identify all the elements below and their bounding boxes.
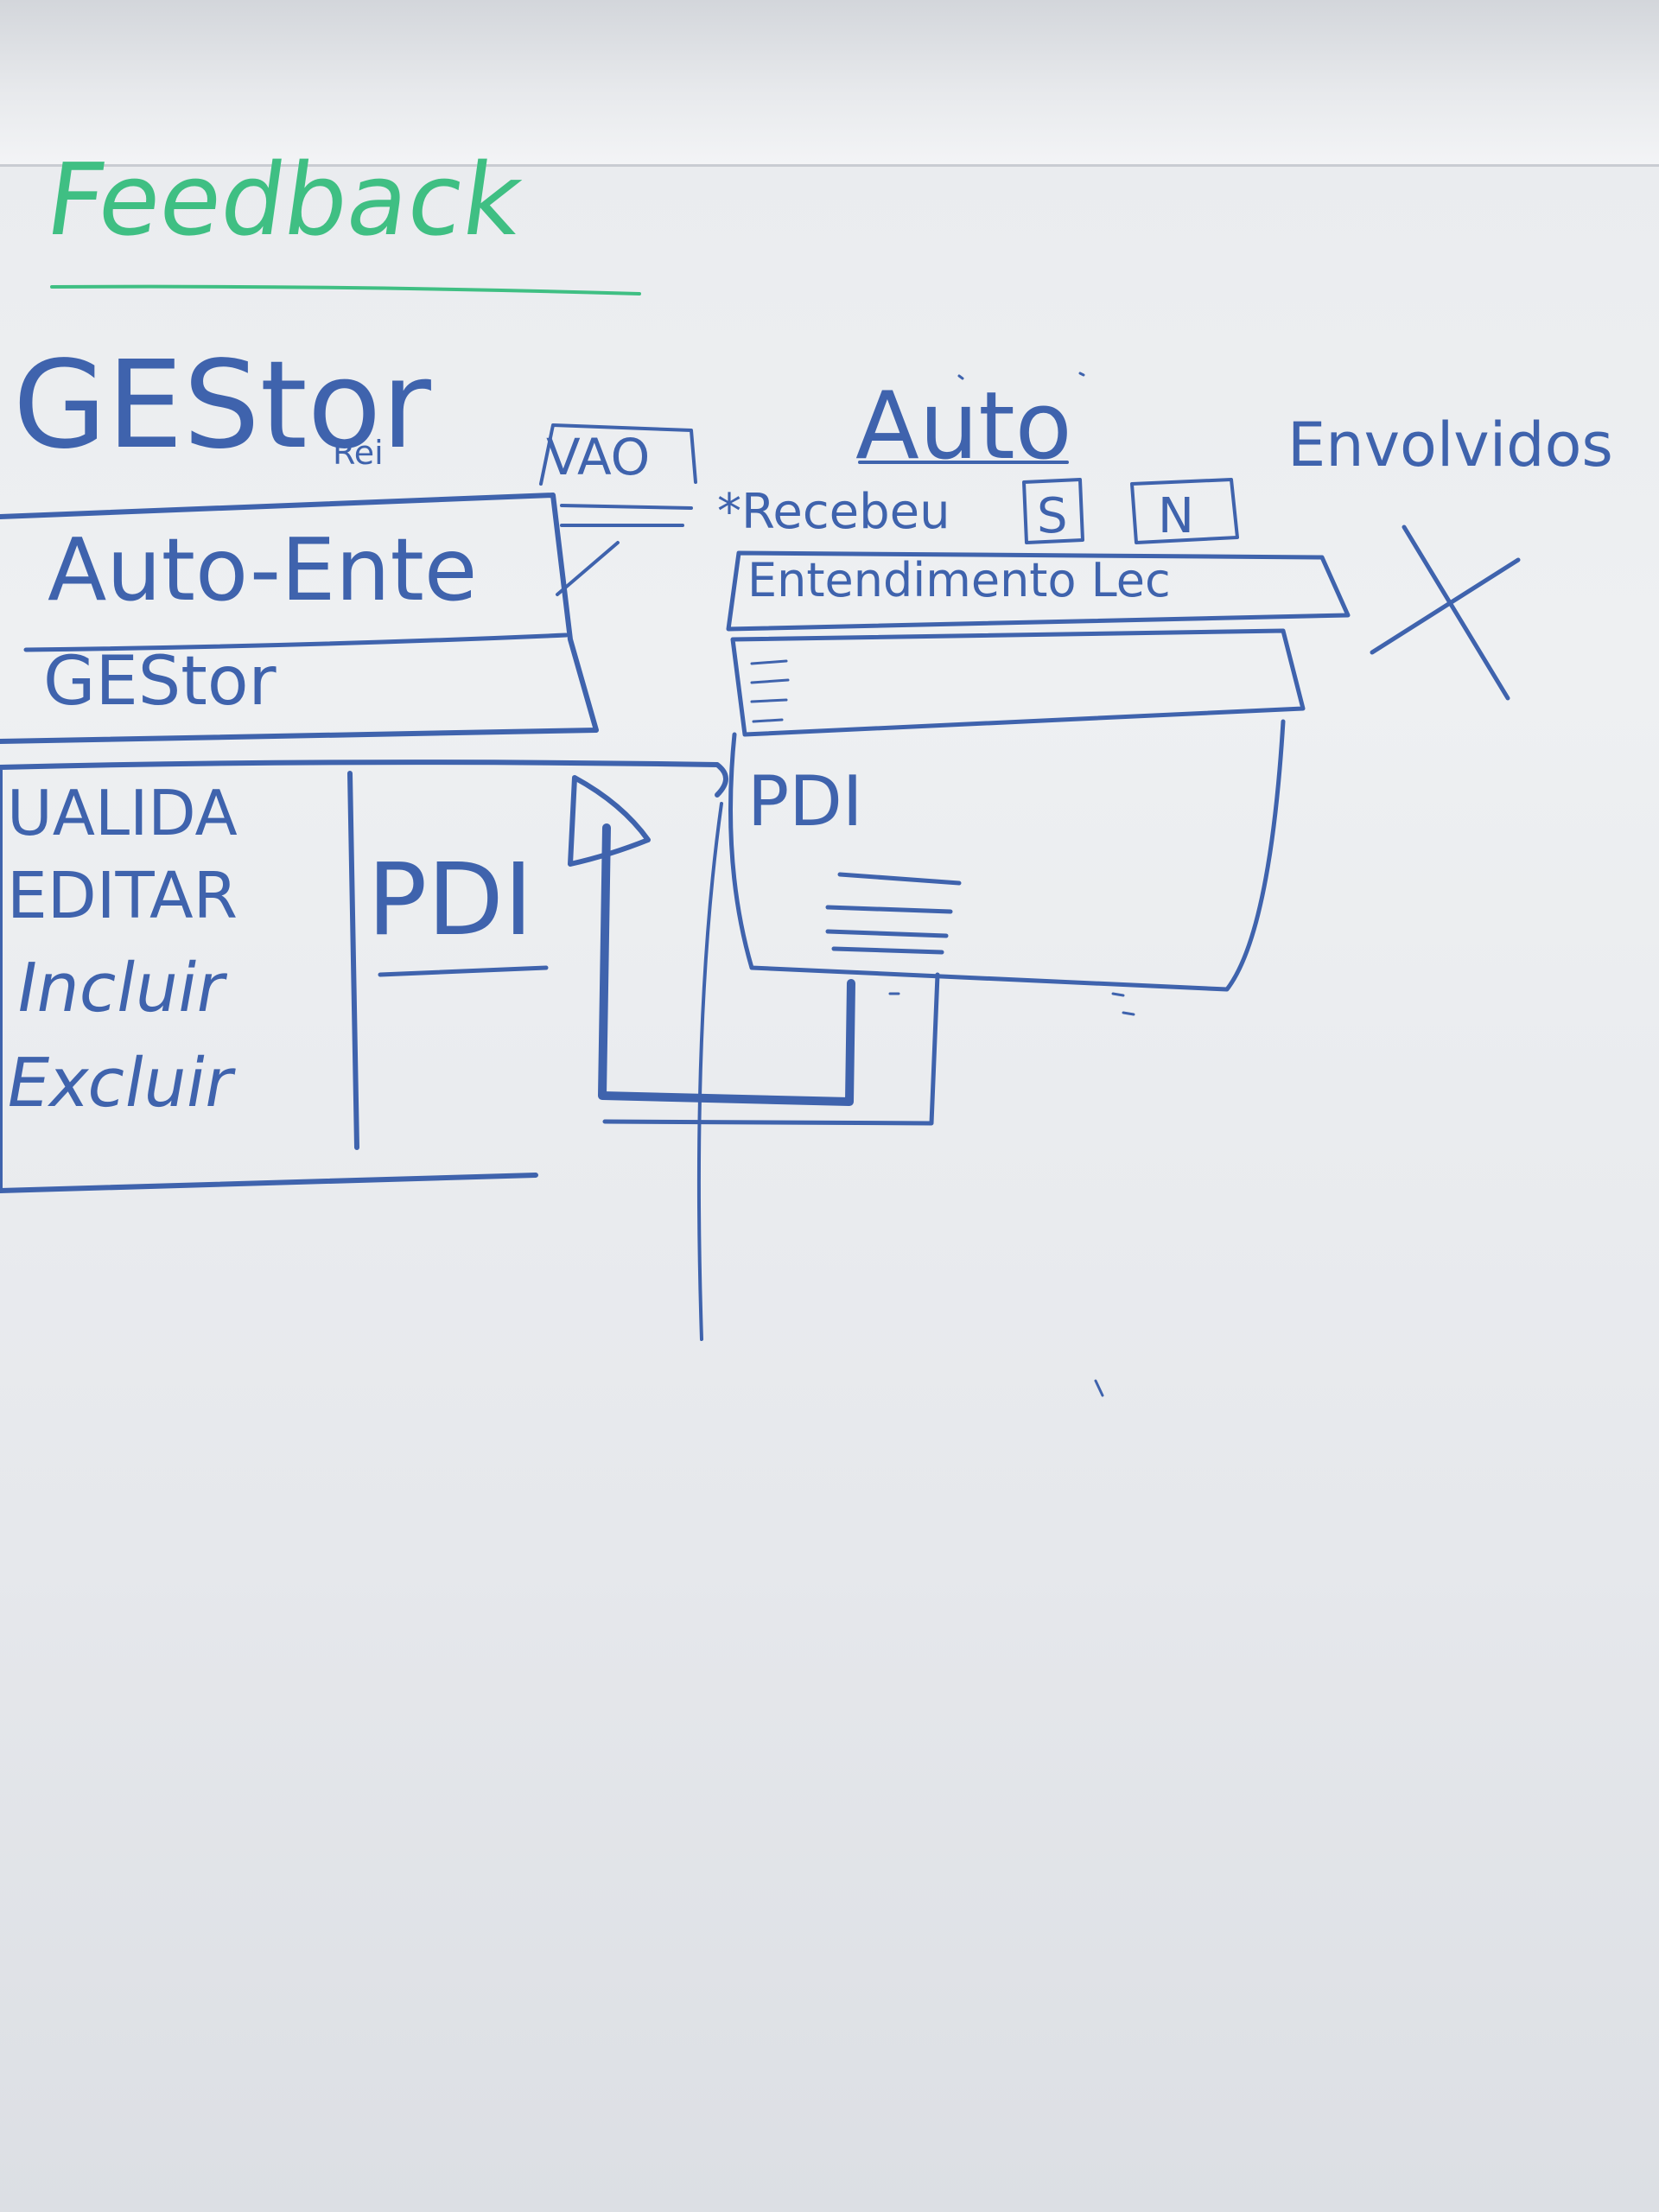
gestor-heading-suffix: Rei xyxy=(333,434,384,472)
involved-x-mark xyxy=(1370,524,1521,701)
stray-marks xyxy=(888,372,1135,1397)
loop-arrow-path xyxy=(598,823,855,1106)
understanding-label: Entendimento Lec xyxy=(747,553,1171,607)
gestor-header-subtitle: GEStor xyxy=(43,643,276,721)
yes-badge-box xyxy=(1022,478,1084,544)
auto-list-box xyxy=(730,628,1306,737)
loop-arrow-outer xyxy=(602,972,940,1126)
connector-line-top xyxy=(560,504,693,510)
yes-badge: S xyxy=(1037,488,1068,544)
gestor-header-title: Auto-Ente xyxy=(48,519,478,620)
vao-box xyxy=(539,423,697,486)
connector-diagonal xyxy=(556,541,620,596)
no-badge-box xyxy=(1130,478,1239,544)
received-label: *Recebeu xyxy=(717,484,950,540)
title-underline xyxy=(50,284,641,296)
auto-heading: Auto xyxy=(855,372,1072,480)
gestor-column-divider xyxy=(347,771,359,1150)
folded-paper-edge xyxy=(0,0,1659,167)
auto-pdi-box xyxy=(728,719,1286,992)
gestor-pdi-label: PDI xyxy=(367,842,533,958)
involved-heading: Envolvidos xyxy=(1287,410,1613,480)
long-vertical-stroke xyxy=(696,802,723,1341)
gestor-header-divider xyxy=(23,632,569,652)
loop-arrow-head xyxy=(568,775,651,867)
action-editar: EDITAR xyxy=(7,859,238,933)
auto-list-lines xyxy=(750,659,790,723)
understanding-box xyxy=(726,550,1351,632)
auto-pdi-lines xyxy=(825,872,962,955)
action-validar: UALIDA xyxy=(7,777,238,849)
no-badge: N xyxy=(1158,488,1194,544)
vao-label: VAO xyxy=(546,428,651,486)
gestor-header-box xyxy=(0,493,599,744)
gestor-pdi-underline xyxy=(378,965,549,977)
gestor-body-box xyxy=(0,760,728,1193)
auto-pdi-label: PDI xyxy=(747,761,863,842)
gestor-heading: GEStor xyxy=(13,335,431,476)
